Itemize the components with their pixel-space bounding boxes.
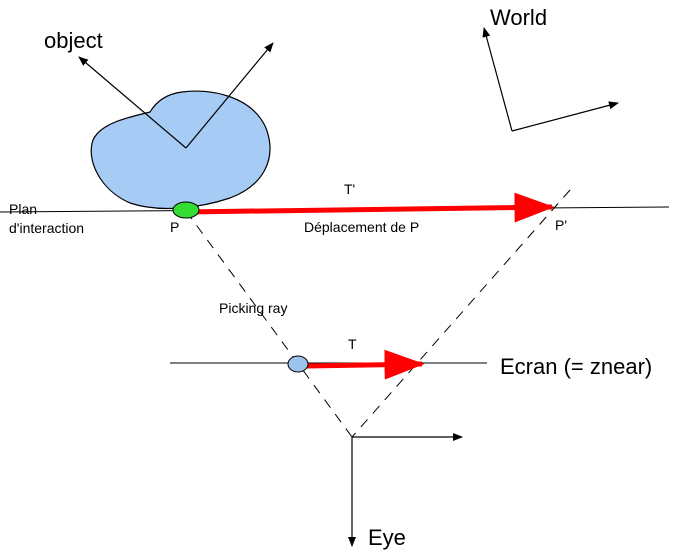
label-object: object [44, 28, 103, 53]
object-shape [90, 90, 271, 210]
picking-ray-left [185, 210, 353, 438]
label-plan-line1: Plan [9, 201, 37, 217]
label-deplacement: Déplacement de P [304, 219, 419, 235]
translation-arrow-t [306, 349, 425, 380]
object-axis-right [185, 42, 274, 149]
label-t: T [348, 336, 357, 352]
translation-arrow-t-prime [185, 192, 555, 223]
label-plan-line2: d'interaction [9, 220, 84, 236]
point-p [172, 201, 200, 219]
world-axis-right [511, 101, 619, 132]
point-on-screen [287, 355, 309, 373]
label-ecran: Ecran (= znear) [500, 354, 652, 379]
label-t-prime: T' [344, 181, 355, 197]
label-p-prime: P' [555, 217, 567, 233]
label-p: P [170, 219, 179, 235]
label-picking-ray: Picking ray [219, 300, 287, 316]
picking-ray-right [351, 189, 571, 438]
world-axis-up [482, 27, 513, 132]
label-eye: Eye [368, 525, 406, 550]
label-world: World [490, 5, 547, 30]
object-axis-left [78, 56, 187, 149]
